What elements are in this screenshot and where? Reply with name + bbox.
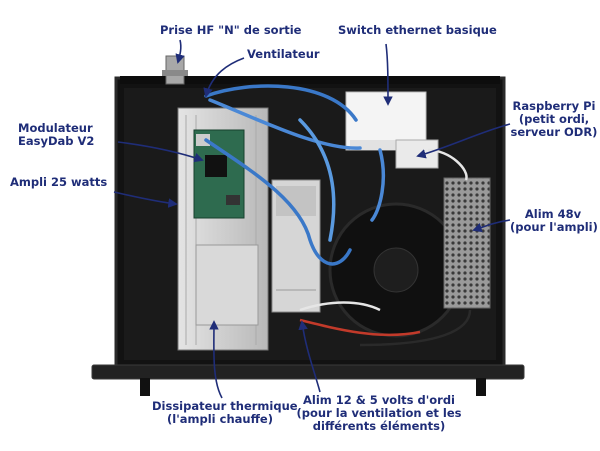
arrow-fan [203,57,245,98]
label-rf-output: Prise HF "N" de sortie [160,23,302,37]
arrow-raspberry [416,123,511,159]
ethernet-cables [204,84,386,266]
label-psu12: Alim 12 & 5 volts d'ordi (pour la ventil… [296,394,462,433]
label-raspberry-line2: (petit ordi, [518,112,590,126]
label-heatsink: Dissipateur thermique (l'ampli chauffe) [152,399,298,426]
raspberry-pi [395,139,439,169]
label-modulator-line2: EasyDab V2 [18,134,95,148]
label-psu12-line1: Alim 12 & 5 volts d'ordi [303,393,455,407]
rf-connector [162,55,188,85]
label-psu12-line3: différents éléments) [312,419,446,433]
label-psu48-line1: Alim 48v [524,207,582,221]
arrow-switch [383,43,393,106]
arrow-amp [113,191,178,208]
label-heatsink-line2: (l'ampli chauffe) [167,412,273,426]
label-switch: Switch ethernet basique [338,23,497,37]
label-psu12-line2: (pour la ventilation et les [296,406,462,420]
annotation-arrows [113,39,511,399]
label-fan: Ventilateur [247,47,320,61]
label-psu48-line2: (pour l'ampli) [510,220,598,234]
label-raspberry-line3: serveur ODR) [510,125,598,139]
label-raspberry-line1: Raspberry Pi [512,99,596,113]
label-modulator-line1: Modulateur [18,121,93,135]
arrow-psu48 [472,219,511,233]
label-raspberry: Raspberry Pi (petit ordi, serveur ODR) [508,100,600,139]
label-heatsink-line1: Dissipateur thermique [152,399,298,413]
arrow-psu12 [298,320,321,393]
heatsink [177,107,269,351]
label-amp: Ampli 25 watts [10,175,108,189]
label-psu48: Alim 48v (pour l'ampli) [510,207,598,234]
arrow-heatsink [209,320,223,399]
modulator-board [193,129,245,219]
label-modulator: Modulateur EasyDab V2 [18,122,94,148]
fan [328,202,464,338]
arrow-rf-output [175,39,185,64]
psu-48v [443,177,491,309]
arrow-modulator [117,141,204,163]
